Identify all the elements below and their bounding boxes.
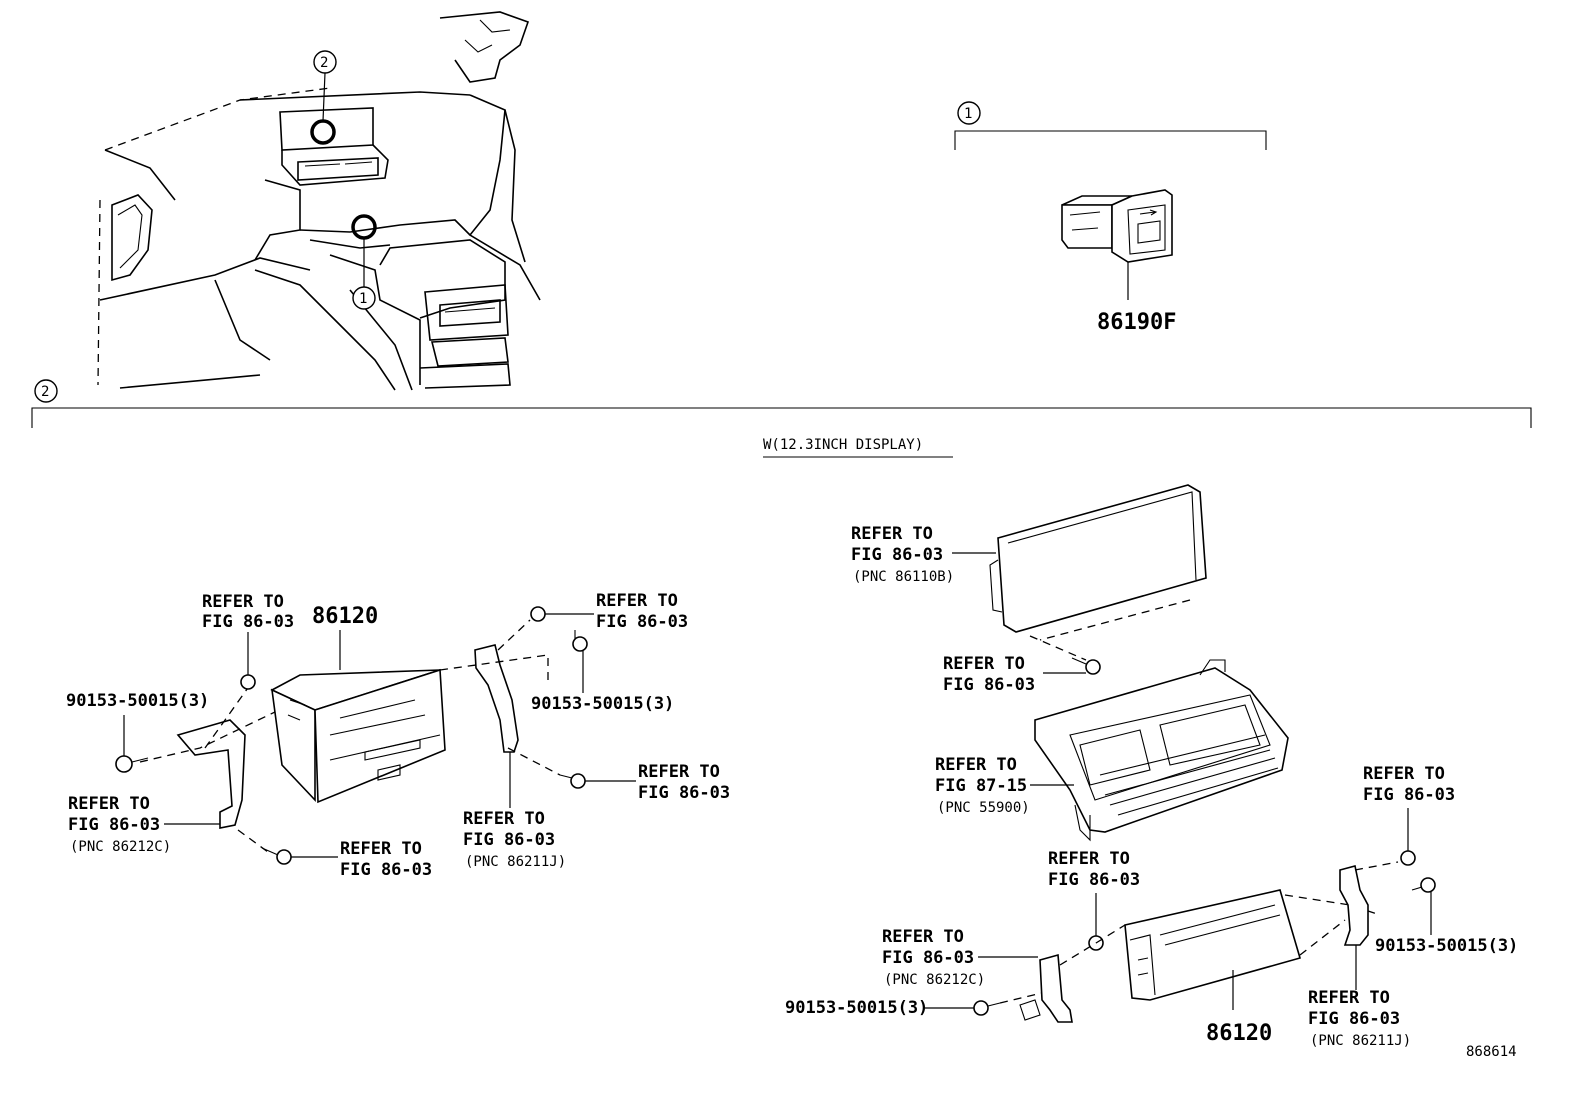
display-label-2: FIG 86-03 — [851, 545, 943, 565]
bracket-left-pnc: (PNC 86212C) — [70, 839, 171, 855]
refer-topright-1: REFER TO — [596, 591, 678, 611]
clip-right — [1400, 850, 1416, 866]
display-panel — [997, 484, 1207, 633]
refer-top-left-1: REFER TO — [202, 592, 284, 612]
right-bracket-left-label-2: FIG 86-03 — [882, 948, 974, 968]
bolt-left — [115, 755, 149, 773]
location-marker-1 — [351, 214, 377, 240]
right-bracket-left-pnc: (PNC 86212C) — [884, 972, 985, 988]
screw-right-label-2: FIG 86-03 — [638, 783, 730, 803]
right-bracket-left-label-1: REFER TO — [882, 927, 964, 947]
callout-2-section-text: 2 — [41, 384, 49, 400]
callout-1-overview — [352, 286, 376, 310]
clip-top-right — [530, 606, 546, 622]
bolt-label-right: 90153-50015(3) — [531, 694, 674, 714]
bolt-right — [572, 630, 588, 652]
panel-pnc: (PNC 55900) — [937, 800, 1030, 816]
clip-right-label-2: FIG 86-03 — [1363, 785, 1455, 805]
clip-right-label-1: REFER TO — [1363, 764, 1445, 784]
display-label-1: REFER TO — [851, 524, 933, 544]
right-bracket-right-pnc: (PNC 86211J) — [1310, 1033, 1411, 1049]
clip-center-label-1: REFER TO — [1048, 849, 1130, 869]
right-group-left-bracket — [1039, 953, 1073, 1023]
left-assembly-group: 86120 90153-50015(3) REFER TO FIG 86-03 … — [66, 591, 730, 880]
callout-1-section-text: 1 — [964, 106, 972, 122]
figure-id: 868614 — [1466, 1044, 1517, 1060]
location-marker-2 — [310, 119, 336, 145]
display-screw-label-1: REFER TO — [943, 654, 1025, 674]
left-bracket — [176, 719, 246, 829]
bracket-right-label-2: FIG 86-03 — [463, 830, 555, 850]
part-number-86120-left: 86120 — [312, 604, 378, 629]
right-bracket-right-label-2: FIG 86-03 — [1308, 1009, 1400, 1029]
callout-2-overview-text: 2 — [320, 55, 328, 71]
callout-2-overview — [313, 50, 337, 74]
panel-label-1: REFER TO — [935, 755, 1017, 775]
clip-center-label-2: FIG 86-03 — [1048, 870, 1140, 890]
screw-bottom-left — [261, 847, 292, 865]
bracket-left-label-2: FIG 86-03 — [68, 815, 160, 835]
right-group-right-bracket — [1339, 865, 1369, 946]
bracket-right-pnc: (PNC 86211J) — [465, 854, 566, 870]
variant-label: W(12.3INCH DISPLAY) — [763, 437, 923, 453]
display-screw-label-2: FIG 86-03 — [943, 675, 1035, 695]
right-bolt-label-right: 90153-50015(3) — [1375, 936, 1518, 956]
right-bracket-right-label-1: REFER TO — [1308, 988, 1390, 1008]
right-bolt-label-left: 90153-50015(3) — [785, 998, 928, 1018]
display-screw — [1071, 657, 1101, 675]
screw-bottom-label-2: FIG 86-03 — [340, 860, 432, 880]
part-number-86190F: 86190F — [1097, 310, 1176, 335]
vehicle-console-overview: 2 1 — [97, 11, 541, 391]
right-bracket — [474, 644, 519, 753]
part-number-86120-right: 86120 — [1206, 1021, 1272, 1046]
callout-1-section — [957, 101, 981, 125]
bolt-label-left: 90153-50015(3) — [66, 691, 209, 711]
right-group-bolt-right — [1411, 877, 1436, 893]
right-assembly-group: REFER TO FIG 86-03 (PNC 86110B) REFER TO… — [785, 484, 1518, 1049]
screw-right-label-1: REFER TO — [638, 762, 720, 782]
refer-top-left-2: FIG 86-03 — [202, 612, 294, 632]
center-panel — [1034, 667, 1289, 833]
bracket-left-label-1: REFER TO — [68, 794, 150, 814]
section-1-usb-port: 1 86190F — [954, 101, 1267, 335]
bracket-right-label-1: REFER TO — [463, 809, 545, 829]
display-pnc: (PNC 86110B) — [853, 569, 954, 585]
refer-topright-2: FIG 86-03 — [596, 612, 688, 632]
main-unit-86120-right — [1124, 889, 1301, 1001]
section-2-bracket-line — [31, 407, 1532, 428]
right-group-bolt-left — [973, 1000, 1001, 1016]
screw-bottom-label-1: REFER TO — [340, 839, 422, 859]
screw-right — [559, 773, 586, 789]
callout-1-overview-text: 1 — [359, 291, 367, 307]
callout-2-section — [34, 379, 58, 403]
clip-top-left — [240, 674, 256, 690]
section-1-bracket-line — [954, 130, 1267, 150]
panel-label-2: FIG 87-15 — [935, 776, 1027, 796]
